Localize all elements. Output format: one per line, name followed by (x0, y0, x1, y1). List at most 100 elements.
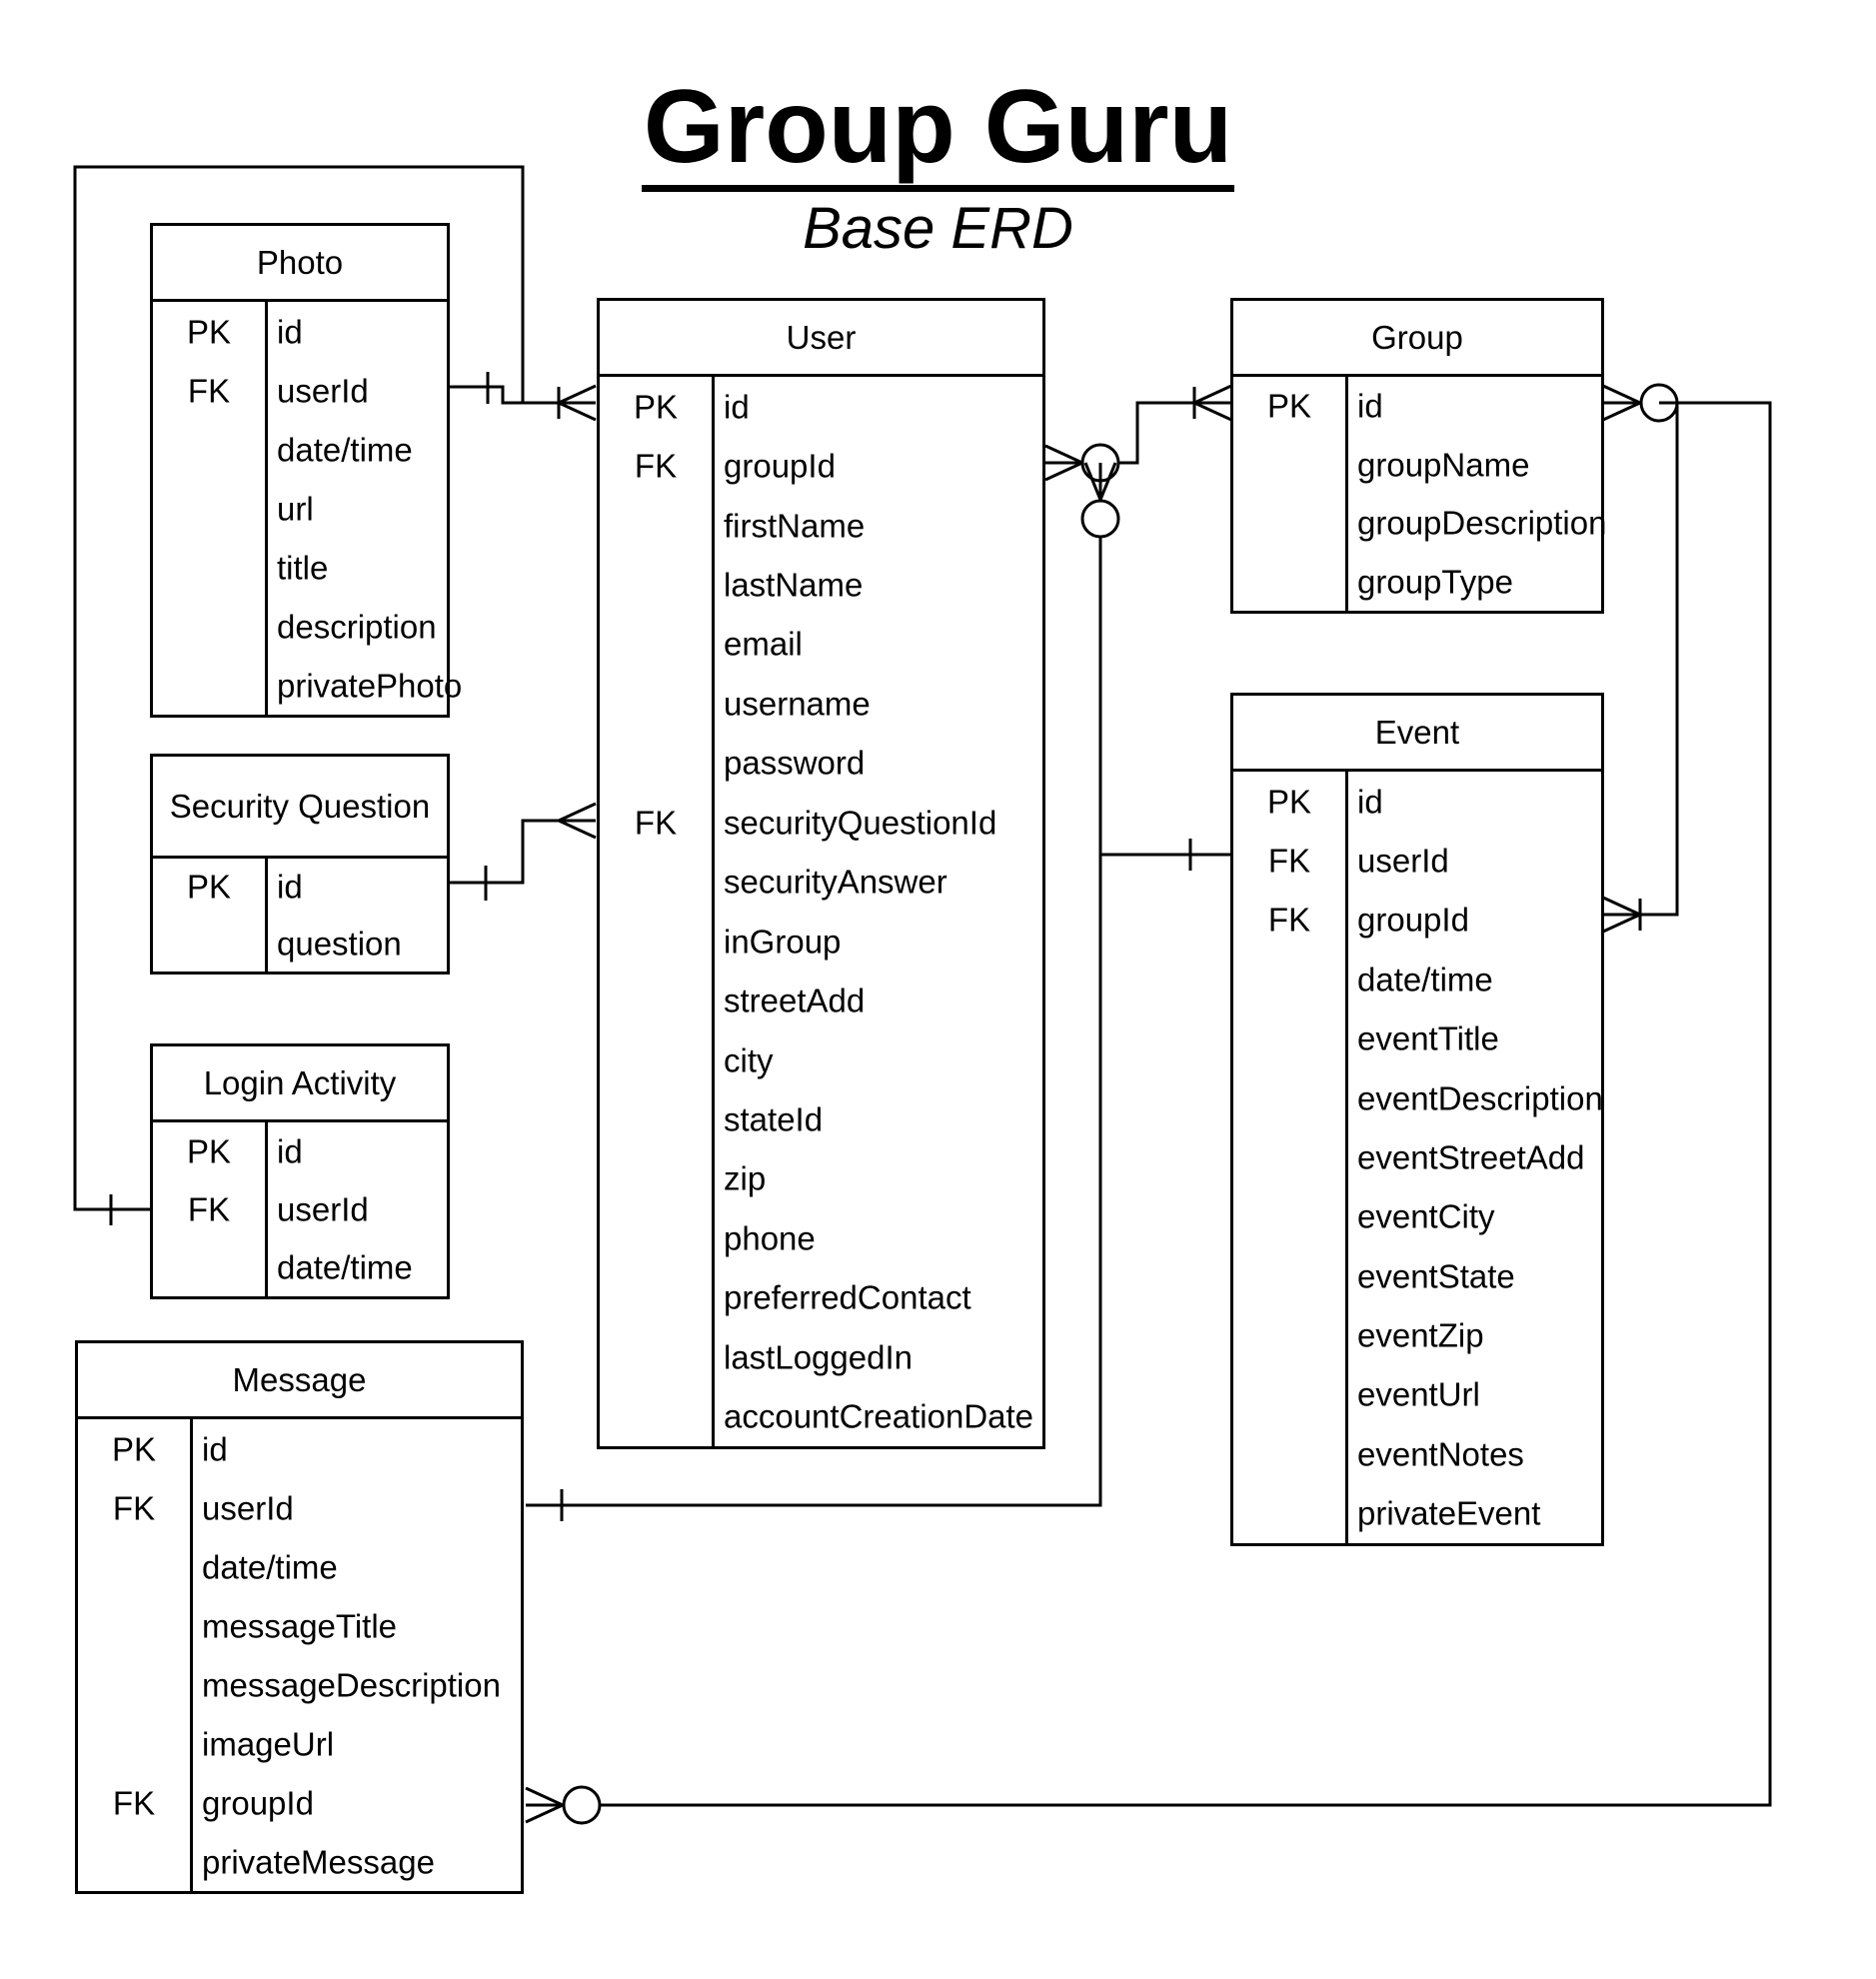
entity-name: Photo (153, 226, 447, 302)
attribute-name: groupType (1357, 563, 1513, 601)
attribute-name: streetAdd (724, 982, 866, 1019)
attribute-name: groupId (202, 1784, 314, 1821)
attribute-row: description (153, 597, 447, 656)
attribute-name: eventTitle (1357, 1019, 1499, 1057)
attribute-row: title (153, 538, 447, 597)
attribute-name: userId (202, 1489, 294, 1526)
attribute-row: eventTitle (1233, 1009, 1601, 1068)
attribute-row: username (600, 674, 1042, 733)
attribute-row: PK id (78, 1419, 521, 1478)
column-divider (265, 302, 268, 715)
attribute-name: privateEvent (1357, 1494, 1541, 1532)
rel-user-group (1045, 401, 1231, 465)
diagram-title: Group Guru (0, 69, 1876, 192)
key-type: PK (186, 868, 232, 906)
attribute-name: description (277, 608, 437, 645)
attribute-name: id (202, 1430, 228, 1467)
key-type: FK (187, 372, 231, 409)
column-divider (265, 859, 268, 972)
attribute-name: date/time (202, 1548, 338, 1585)
attribute-row: eventZip (1233, 1305, 1601, 1364)
attribute-row: PK id (153, 859, 447, 916)
entity-name: Group (1233, 301, 1601, 377)
attribute-name: id (724, 388, 750, 426)
key-type: PK (111, 1430, 157, 1467)
attribute-row: phone (600, 1208, 1042, 1267)
attribute-name: url (277, 490, 314, 527)
key-type: FK (634, 447, 678, 485)
attribute-name: id (277, 868, 303, 906)
attribute-name: eventCity (1357, 1197, 1495, 1235)
rel-photo-user-crowsfoot (555, 384, 597, 422)
attribute-row: messageTitle (78, 1596, 521, 1655)
attribute-name: eventZip (1357, 1316, 1484, 1354)
diagram-subtitle: Base ERD (803, 196, 1073, 261)
rel-group-event (1603, 401, 1679, 917)
rel-login-user (73, 165, 525, 1211)
attribute-row: FK groupId (78, 1773, 521, 1832)
attribute-name: stateId (724, 1100, 824, 1138)
column-divider (1345, 377, 1348, 611)
attribute-name: messageTitle (202, 1607, 398, 1644)
key-type: PK (1266, 387, 1312, 425)
attribute-row: eventState (1233, 1246, 1601, 1305)
key-type: FK (112, 1784, 156, 1821)
rel-user-group-crowsfoot (1190, 384, 1232, 422)
attribute-name: preferredContact (724, 1278, 971, 1316)
attribute-row: PK id (1233, 772, 1601, 831)
rel-security-user (448, 819, 596, 885)
column-divider (190, 1419, 193, 1891)
attribute-name: date/time (1357, 961, 1493, 998)
attribute-row: securityAnswer (600, 853, 1042, 912)
attribute-row: url (153, 479, 447, 538)
key-type: FK (1267, 901, 1311, 939)
attribute-row: firstName (600, 496, 1042, 555)
attribute-row: password (600, 734, 1042, 793)
rel-user-event-message-spine (526, 463, 1102, 1507)
diagram-title-text: Group Guru (641, 69, 1235, 192)
attribute-row: email (600, 615, 1042, 674)
attribute-name: email (724, 625, 803, 663)
attribute-row: lastName (600, 555, 1042, 614)
attribute-name: userId (277, 1190, 369, 1228)
attribute-name: firstName (724, 507, 866, 545)
key-type: PK (186, 1132, 232, 1170)
attribute-row: groupName (1233, 436, 1601, 495)
attribute-name: id (1357, 783, 1383, 821)
entity-name: Login Activity (153, 1046, 447, 1122)
rel-photo-user (448, 385, 596, 405)
attribute-name: username (724, 685, 871, 723)
attribute-row: date/time (78, 1537, 521, 1596)
attribute-row: date/time (153, 1238, 447, 1296)
attribute-row: messageDescription (78, 1655, 521, 1714)
attribute-row: eventNotes (1233, 1424, 1601, 1483)
entity-name: User (600, 301, 1042, 377)
key-type: PK (1266, 783, 1312, 821)
rel-group-event-crowsfoot (1602, 896, 1644, 934)
attribute-name: lastName (724, 566, 864, 604)
attribute-name: privateMessage (202, 1843, 435, 1880)
attribute-name: groupName (1357, 446, 1530, 484)
attribute-row: inGroup (600, 912, 1042, 971)
entity-name: Security Question (153, 757, 447, 859)
rel-group-message (526, 401, 1772, 1807)
attribute-name: question (277, 925, 402, 963)
key-type: FK (187, 1190, 231, 1228)
attribute-row: eventStreetAdd (1233, 1127, 1601, 1186)
attribute-row: stateId (600, 1089, 1042, 1148)
attribute-row: lastLoggedIn (600, 1327, 1042, 1386)
